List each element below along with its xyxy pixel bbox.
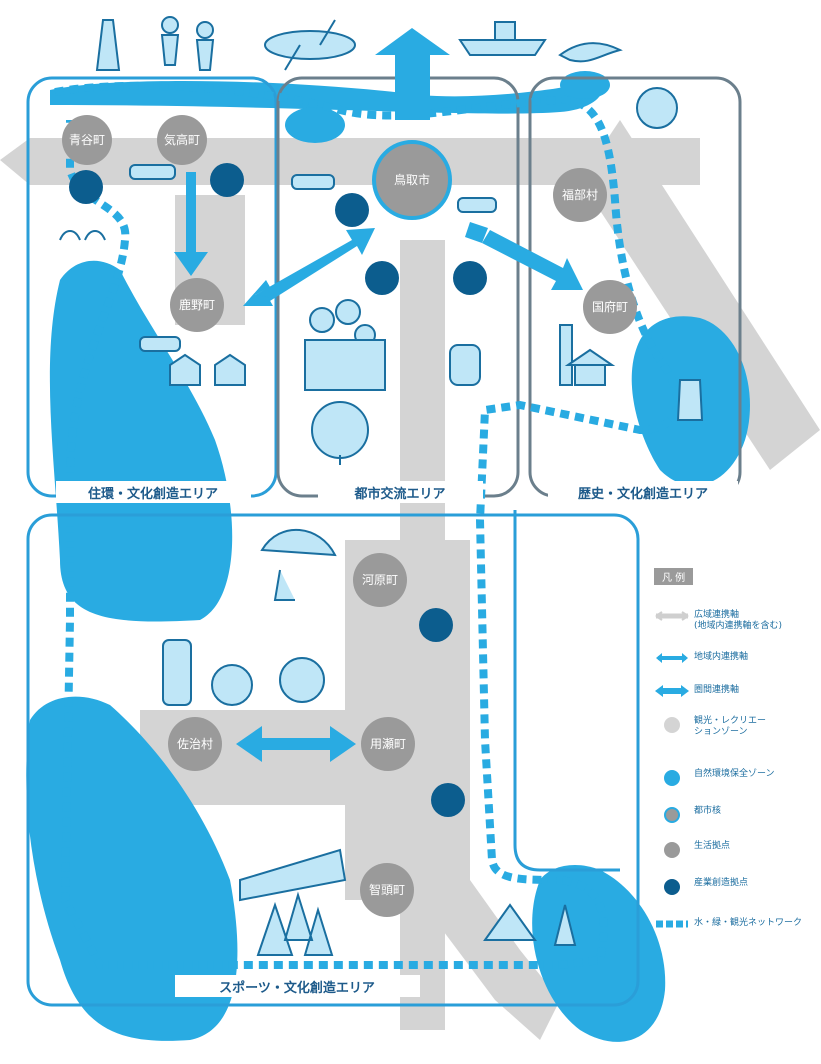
svg-text:青谷町: 青谷町 <box>69 133 105 147</box>
area-label-west: 住環・文化創造エリア <box>88 486 218 502</box>
tower-icon <box>449 324 573 386</box>
nature-zones <box>26 71 750 1042</box>
houses-icon <box>169 353 246 386</box>
pear-icon <box>211 87 678 706</box>
bird-icon <box>558 42 623 63</box>
area-label-east: 歴史・文化創造エリア <box>578 486 708 502</box>
local-axis-icon <box>656 653 688 663</box>
paraglider-icon <box>260 528 337 601</box>
inter-area-axis-icon <box>655 685 689 697</box>
temple-icon <box>564 348 616 386</box>
town-chizu: 智頭町 <box>360 863 414 917</box>
town-ketaka: 気高町 <box>157 115 207 165</box>
recreation-zone-icon <box>664 717 680 733</box>
svg-text:国府町: 国府町 <box>592 299 628 314</box>
living-base-icon <box>664 842 680 858</box>
network-icon <box>656 920 688 928</box>
legend-title: 凡 例 <box>654 568 694 585</box>
town-kawahara: 河原町 <box>353 553 407 607</box>
town-mochigase: 用瀬町 <box>361 717 415 771</box>
town-fukube: 福部村 <box>553 168 607 222</box>
globe-icon <box>279 657 325 703</box>
svg-text:鹿野町: 鹿野町 <box>179 297 215 312</box>
wide-axis-icon <box>655 611 689 621</box>
svg-text:智頭町: 智頭町 <box>369 882 405 897</box>
nature-zone-icon <box>664 770 680 786</box>
svg-text:気高町: 気高町 <box>164 132 200 147</box>
waterfall-icon <box>676 379 704 421</box>
town-kokufu: 国府町 <box>583 280 637 334</box>
tree-icon <box>311 401 369 465</box>
ship-icon <box>458 21 547 56</box>
family-icon <box>304 299 386 391</box>
svg-text:用瀬町: 用瀬町 <box>370 737 406 751</box>
town-shikano: 鹿野町 <box>170 278 224 332</box>
lighthouse-icon <box>95 19 121 71</box>
industry-base-icon <box>664 879 680 895</box>
legend: 凡 例 広域連携軸 (地域内連携軸を含む) 地域内連携軸 圏間連携軸 観光・レク… <box>648 566 821 928</box>
area-label-south: スポーツ・文化創造エリア <box>219 980 375 996</box>
forest-icon <box>256 891 334 956</box>
arrows <box>174 28 583 762</box>
town-saji: 佐治村 <box>168 717 222 771</box>
towns: 青谷町 気高町 鳥取市 福部村 鹿野町 国府町 河原町 佐治村 用瀬町 智頭町 <box>62 115 637 917</box>
train-icon <box>129 164 497 352</box>
onsen-icon <box>59 230 106 241</box>
monument-icon <box>162 639 192 706</box>
area-labels: 住環・文化創造エリア 都市交流エリア 歴史・文化創造エリア スポーツ・文化創造エ… <box>56 481 738 997</box>
terraces-icon <box>239 848 347 902</box>
svg-text:福部村: 福部村 <box>562 187 598 202</box>
svg-text:佐治村: 佐治村 <box>177 737 213 751</box>
people-icon <box>160 16 215 71</box>
town-aoya: 青谷町 <box>62 115 112 165</box>
town-tottori: 鳥取市 <box>372 140 452 220</box>
river-scene-icon <box>483 903 577 946</box>
urban-base-icon <box>664 807 680 823</box>
network-lines <box>54 81 682 969</box>
industry-nodes <box>69 163 487 817</box>
area-label-center: 都市交流エリア <box>353 486 445 502</box>
svg-text:鳥取市: 鳥取市 <box>394 172 430 187</box>
airplane-icon <box>264 19 356 71</box>
illustrations <box>59 16 704 956</box>
svg-text:河原町: 河原町 <box>362 573 398 587</box>
